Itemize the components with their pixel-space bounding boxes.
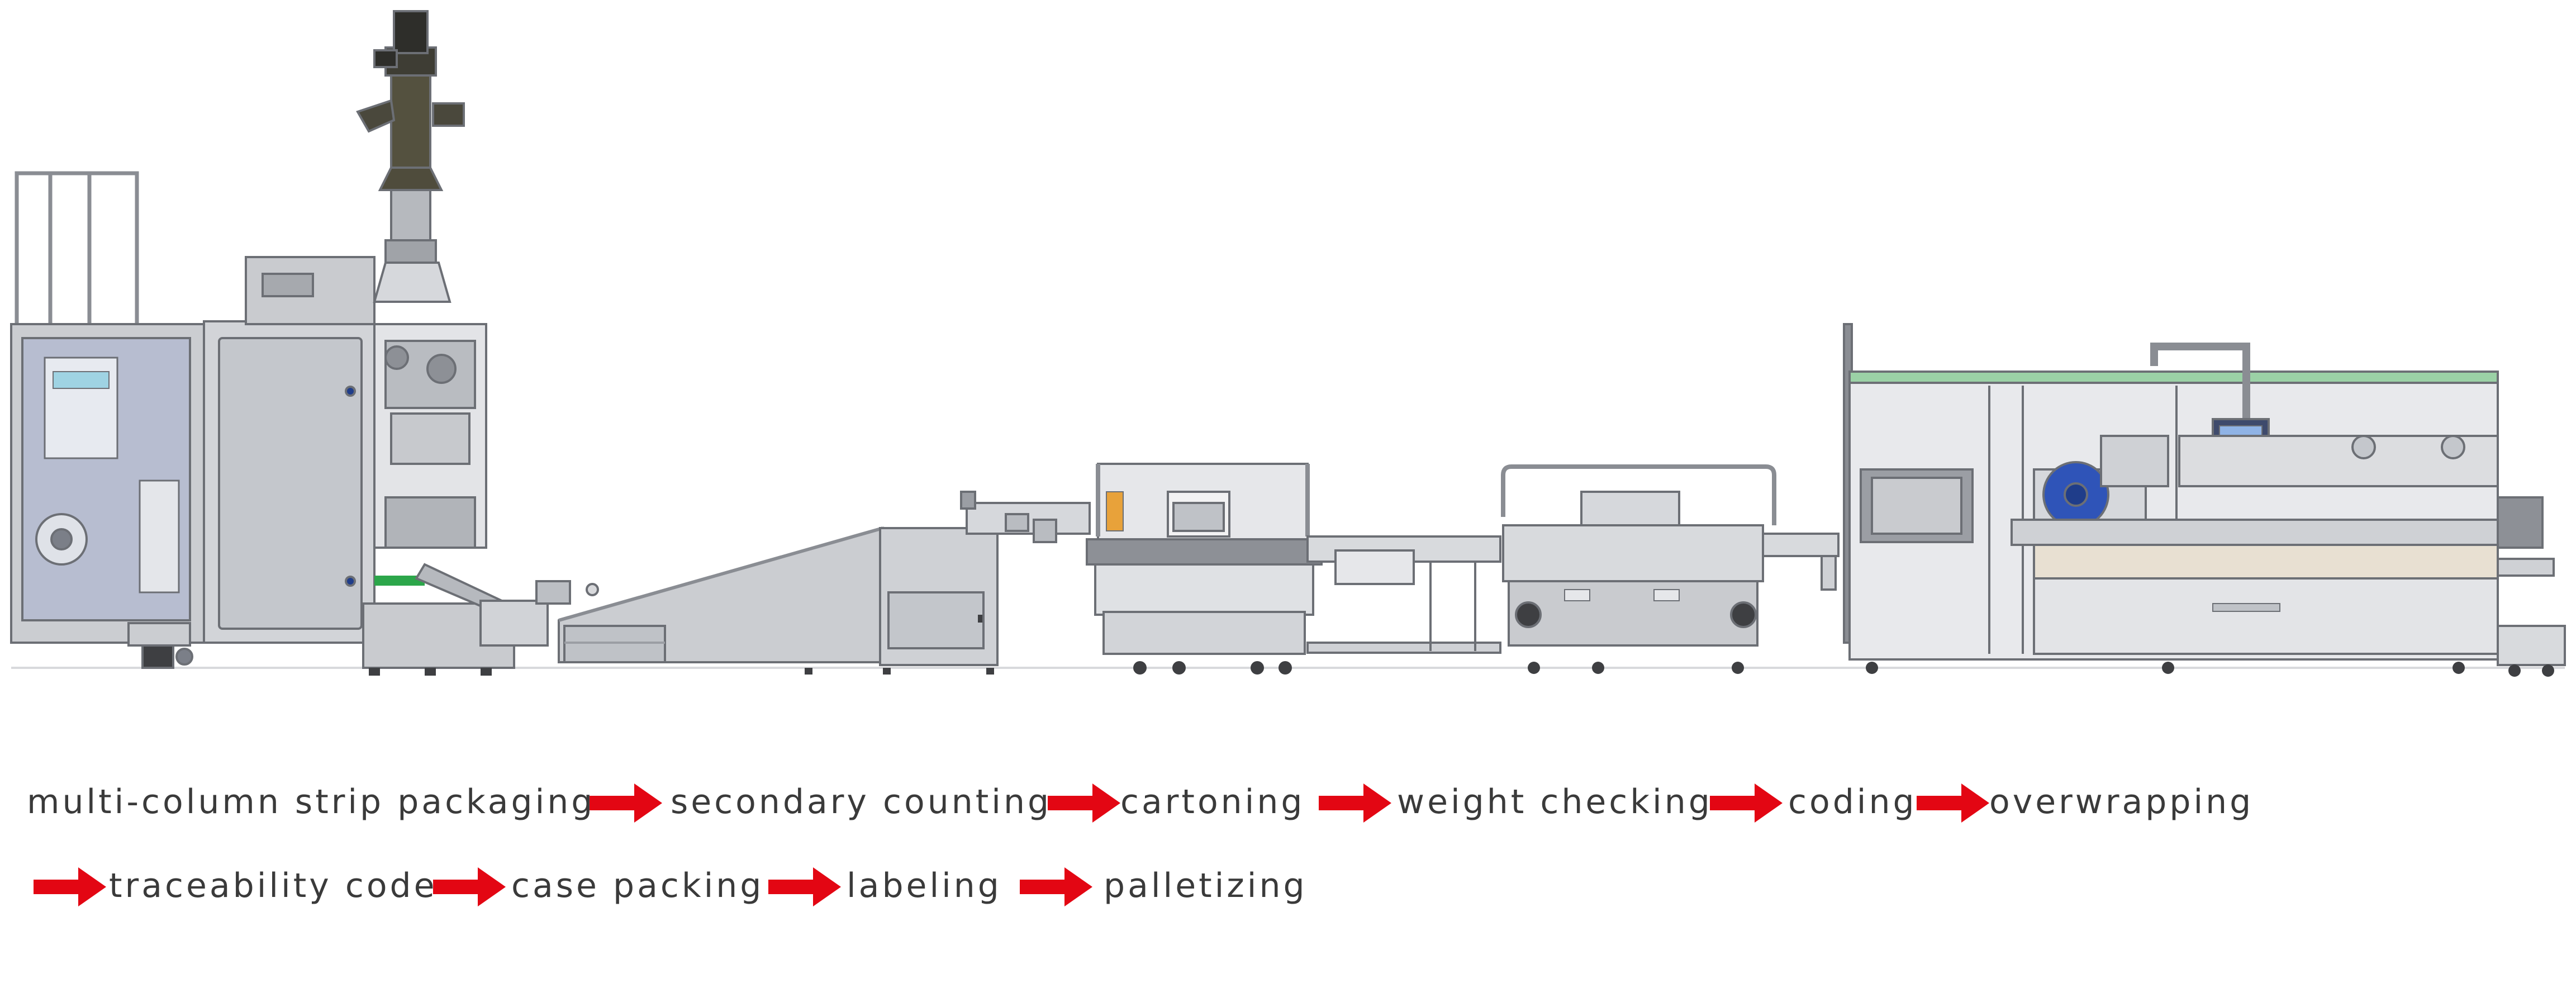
process-flow-row-1: multi-column strip packaging secondary c… [0, 771, 2576, 833]
step-label: coding [1788, 782, 1917, 821]
right-arrow-icon [1710, 783, 1783, 823]
right-arrow-icon [768, 867, 841, 906]
right-arrow-icon [1917, 783, 1989, 823]
right-arrow-icon [1020, 867, 1092, 906]
step-label: cartoning [1120, 782, 1305, 821]
checkweigher-machine [1501, 464, 1840, 674]
step-label: weight checking [1397, 782, 1713, 821]
step-label: overwrapping [1989, 782, 2254, 821]
discharge-chute [362, 563, 599, 676]
process-flow-row-2: traceability code case packing labeling … [0, 855, 2576, 916]
step-label: multi-column strip packaging [27, 782, 596, 821]
transfer-conveyor [1306, 535, 1501, 654]
strip-packaging-machine [10, 10, 487, 669]
step-label: labeling [847, 866, 1002, 905]
cartoning-machine [1086, 463, 1323, 675]
packaging-line-diagram [10, 10, 2566, 677]
right-arrow-icon [1319, 783, 1391, 823]
right-arrow-icon [590, 783, 662, 823]
step-label: secondary counting [671, 782, 1052, 821]
right-arrow-icon [34, 867, 106, 906]
overwrapping-case-packer [1843, 323, 2566, 677]
secondary-counting-conveyor [558, 491, 1091, 675]
step-label: palletizing [1104, 866, 1308, 905]
step-label: traceability code [109, 866, 438, 905]
right-arrow-icon [433, 867, 506, 906]
step-label: case packing [511, 866, 764, 905]
right-arrow-icon [1048, 783, 1120, 823]
